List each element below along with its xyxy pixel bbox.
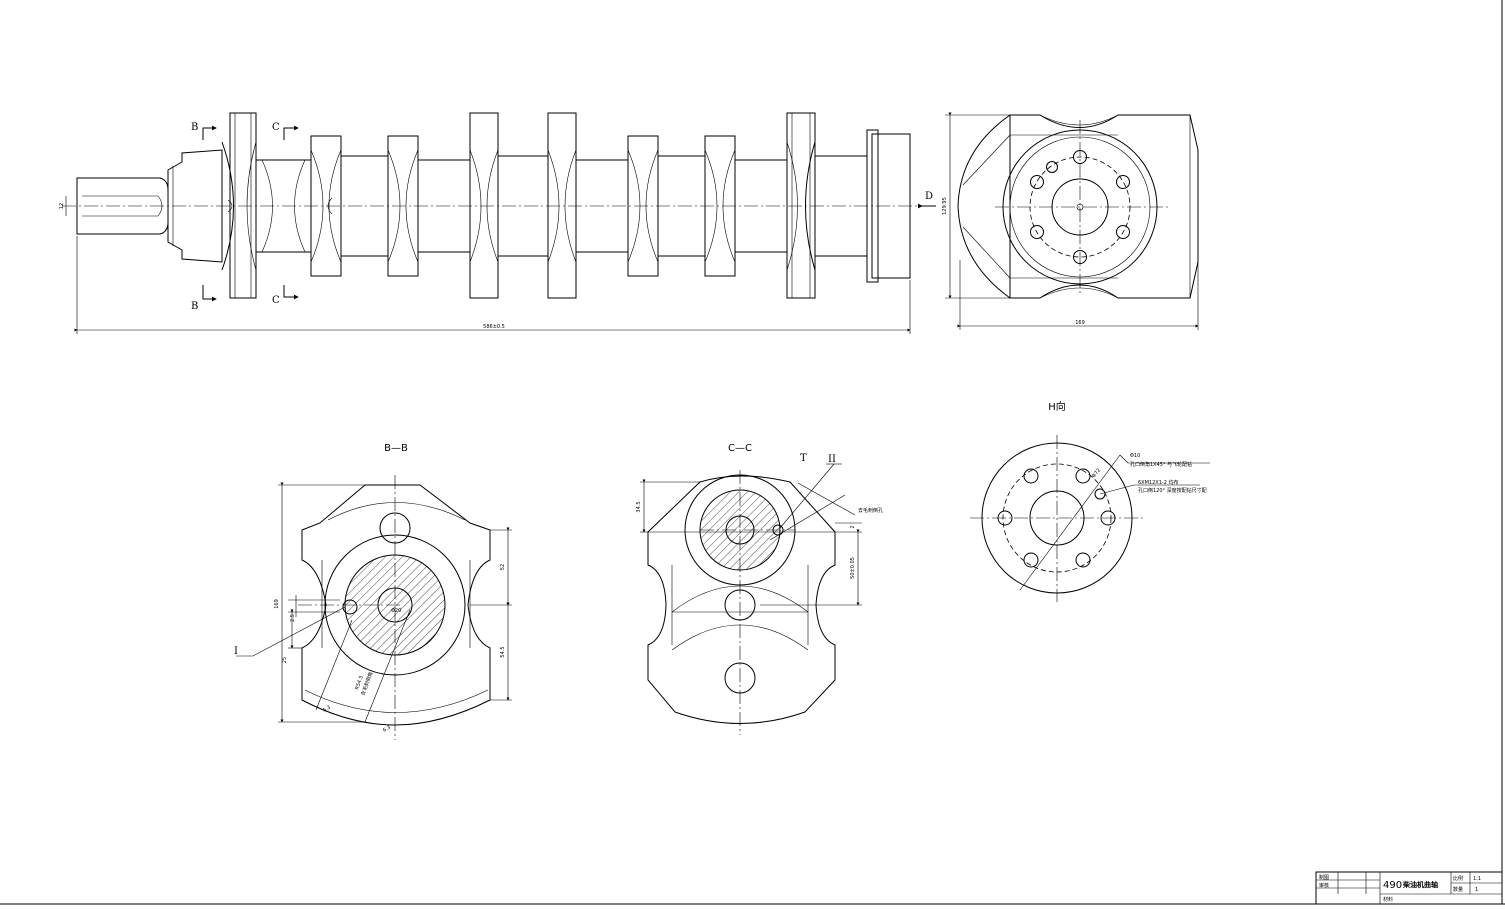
bb-dim-54-5: 54.5 <box>500 646 506 657</box>
bb-dim-2-5: 2.5 <box>290 614 296 622</box>
bb-detail-label: I <box>234 646 238 657</box>
section-bb: B—B 169 52 54.5 2.5 25 R54.5 Φ20 <box>234 443 512 740</box>
section-marker-b-bottom: B <box>191 285 217 312</box>
dim-overall-length: 586±0.5 <box>74 236 911 334</box>
section-cc-title: C—C <box>728 443 752 454</box>
tb-scale-value: 1:1 <box>1473 876 1481 882</box>
section-cc: C—C 34.5 50±0.05 2 去毛刺倒孔 T II <box>636 443 883 735</box>
svg-text:C: C <box>272 295 280 306</box>
tb-scale-label: 比例 <box>1453 875 1463 882</box>
tb-qty-label: 数量 <box>1453 886 1463 893</box>
cc-t-label: T <box>800 453 807 464</box>
tb-part-number: 490 <box>1383 880 1402 891</box>
view-arrow-d: D <box>917 191 936 209</box>
web-8 <box>786 112 816 299</box>
web-7 <box>704 135 736 277</box>
keyway <box>82 195 163 217</box>
note-phi10: Φ10 <box>1130 453 1140 459</box>
web-1 <box>221 112 257 299</box>
svg-text:12: 12 <box>59 203 65 209</box>
tb-qty-value: 1 <box>1475 887 1478 893</box>
bb-roughness-1: 6.3 <box>322 705 332 714</box>
bb-dim-52: 52 <box>500 564 506 570</box>
view-h-title: H向 <box>1048 400 1066 413</box>
bb-dim-169: 169 <box>274 599 280 609</box>
svg-text:B: B <box>191 301 198 312</box>
web-5 <box>547 112 577 299</box>
tb-row1-label: 制图 <box>1319 874 1329 881</box>
section-marker-c-top: C <box>272 122 299 140</box>
web-4 <box>469 112 499 299</box>
tb-material-label: 材料 <box>1383 896 1393 903</box>
title-block: 制图 审核 490 柴油机曲轴 比例 1:1 数量 1 材料 <box>1315 871 1503 905</box>
section-marker-b-top: B <box>191 122 217 140</box>
side-view: 129.95 169 <box>942 112 1199 330</box>
dim-phi72: Φ72 <box>1091 468 1102 480</box>
svg-text:B: B <box>191 122 198 133</box>
svg-text:169: 169 <box>1075 320 1085 326</box>
side-outline-left <box>957 114 1011 299</box>
bb-dim-r54-5: R54.5 <box>354 675 365 691</box>
note-chamfer: 孔口倒角1X45° 与飞轮配钻 <box>1130 461 1192 468</box>
bb-detail-leader <box>236 606 346 657</box>
rear-flange-lip <box>866 129 879 283</box>
svg-text:129.95: 129.95 <box>942 197 948 215</box>
svg-text:D: D <box>925 191 933 202</box>
view-h: H向 Φ10 孔口倒角1X45° 与飞轮配钻 6XM12X1-2 均布 孔口倒1… <box>970 400 1210 602</box>
section-bb-title: B—B <box>384 443 408 454</box>
dim-side-width: 169 <box>957 260 1199 330</box>
cc-note: 去毛刺倒孔 <box>858 507 883 514</box>
view-h-bolt-holes <box>997 468 1116 568</box>
cc-detail-label: II <box>828 454 836 465</box>
dim-side-height: 129.95 <box>942 112 1010 299</box>
front-view: B C B C D 586±0.5 12 <box>59 112 936 334</box>
cc-dim-2: 2 <box>850 525 856 528</box>
section-marker-c-bottom: C <box>272 285 299 306</box>
note-countersink: 孔口倒120° 深度按配钻尺寸配 <box>1138 487 1207 494</box>
bb-roughness-2: 6.3 <box>382 725 392 734</box>
bb-dim-phi20: Φ20 <box>391 608 401 614</box>
front-hub <box>167 149 223 263</box>
tb-row2-label: 审核 <box>1319 882 1329 889</box>
bb-dim-25: 25 <box>282 657 288 663</box>
cc-dim-50: 50±0.05 <box>850 557 856 579</box>
svg-text:586±0.5: 586±0.5 <box>483 324 505 330</box>
dim-shaft-dia: 12 <box>59 196 67 216</box>
rear-flange <box>871 133 911 279</box>
cc-dim-34-5: 34.5 <box>636 501 642 512</box>
tb-part-name: 柴油机曲轴 <box>1402 880 1438 889</box>
svg-text:C: C <box>272 122 280 133</box>
note-thread: 6XM12X1-2 均布 <box>1138 479 1178 486</box>
